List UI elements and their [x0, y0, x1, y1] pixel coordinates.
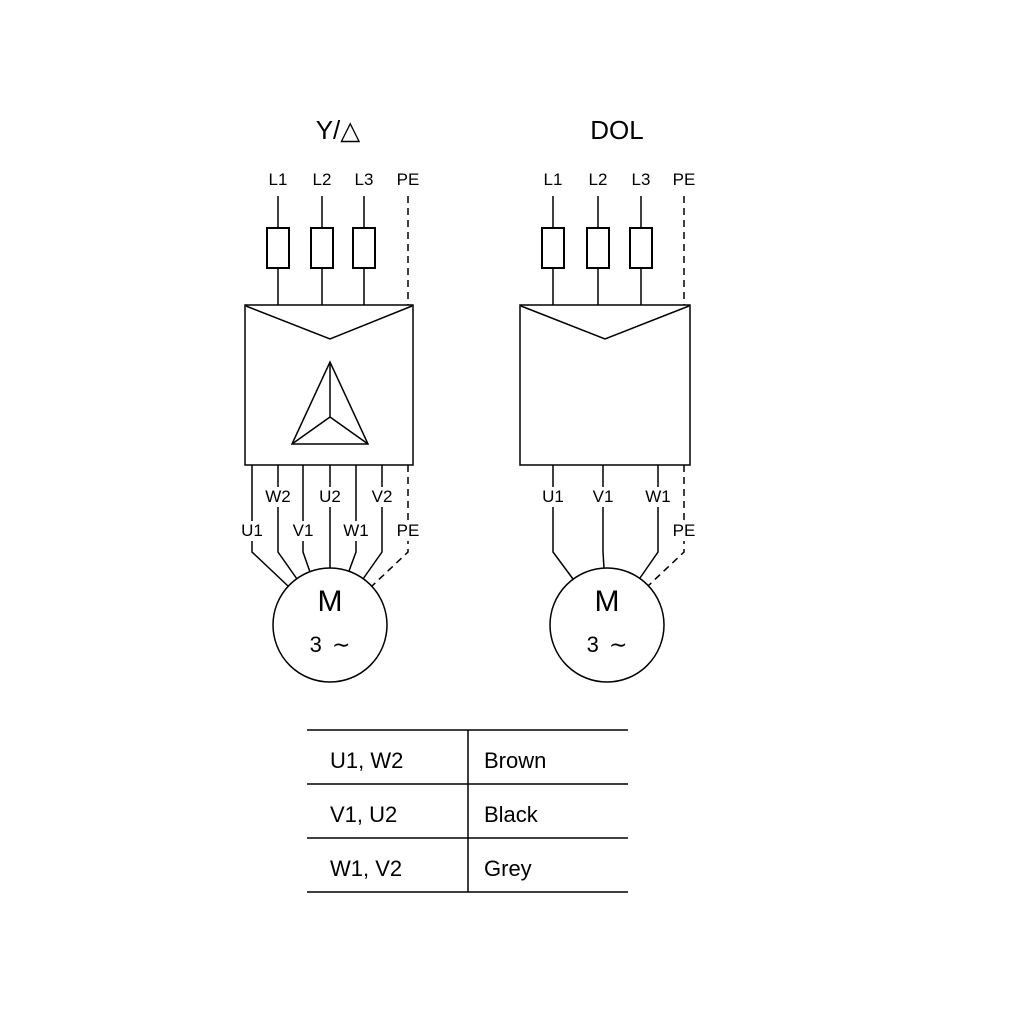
- star-delta-diagram: [244, 196, 414, 683]
- fuse-icon: [352, 227, 376, 269]
- fuse-icon: [310, 227, 334, 269]
- delta-icon: [290, 360, 370, 445]
- terminal-label-l2: L2: [585, 170, 611, 190]
- chevron-icon: [520, 305, 690, 340]
- terminal-label-l3: L3: [351, 170, 377, 190]
- table-cell-color: Brown: [484, 748, 547, 773]
- table-cell-terminals: U1, W2: [330, 748, 404, 773]
- starter-box: [244, 304, 414, 466]
- motor-lead-u1: [251, 465, 289, 587]
- motor-terminal-label-u1: U1: [539, 487, 567, 507]
- motor-phase-label: 3 ∼: [586, 632, 630, 657]
- motor-phase-label: 3 ∼: [309, 632, 353, 657]
- table-grid: [307, 729, 628, 893]
- motor-terminal-label-pe: PE: [669, 521, 699, 541]
- motor-terminal-label-u1: U1: [238, 521, 266, 541]
- motor-terminal-label-w1: W1: [642, 487, 674, 507]
- terminal-label-l3: L3: [628, 170, 654, 190]
- fuse-icon: [629, 227, 653, 269]
- motor-lead-w1: [348, 465, 357, 572]
- fuse-icon: [586, 227, 610, 269]
- starter-box: [519, 304, 691, 466]
- table-cell-color: Grey: [484, 856, 532, 881]
- motor-terminal-label-u2: U2: [316, 487, 344, 507]
- table-cell-terminals: V1, U2: [330, 802, 398, 827]
- motor-terminal-label-pe: PE: [393, 521, 423, 541]
- motor-lead-u1: [552, 465, 574, 580]
- pe-line-bottom: [371, 465, 409, 587]
- motor-terminal-label-v1: V1: [589, 487, 617, 507]
- terminal-label-pe: PE: [669, 170, 699, 190]
- motor-circle: [272, 567, 388, 683]
- motor-letter: M: [317, 585, 343, 618]
- table-cell-color: Black: [484, 802, 538, 827]
- terminal-label-l2: L2: [309, 170, 335, 190]
- diagram-title-dol: DOL: [590, 115, 644, 145]
- fuse-icon: [541, 227, 565, 269]
- motor-circle: [549, 567, 665, 683]
- terminal-label-pe: PE: [393, 170, 423, 190]
- motor-lead-v1: [302, 465, 311, 573]
- motor-letter: M: [594, 585, 620, 618]
- terminal-label-l1: L1: [265, 170, 291, 190]
- motor-terminal-label-w2: W2: [262, 487, 294, 507]
- motor-terminal-label-w1: W1: [340, 521, 372, 541]
- motor-lead-w1: [639, 465, 659, 579]
- diagram-title-star-delta: Y/△: [315, 115, 361, 145]
- motor-terminal-label-v1: V1: [289, 521, 317, 541]
- motor-lead-v1: [602, 465, 605, 569]
- terminal-label-l1: L1: [540, 170, 566, 190]
- pe-line-bottom: [647, 465, 685, 587]
- table-cell-terminals: W1, V2: [330, 856, 403, 881]
- motor-terminal-label-v2: V2: [368, 487, 396, 507]
- chevron-icon: [245, 305, 413, 340]
- fuse-icon: [266, 227, 290, 269]
